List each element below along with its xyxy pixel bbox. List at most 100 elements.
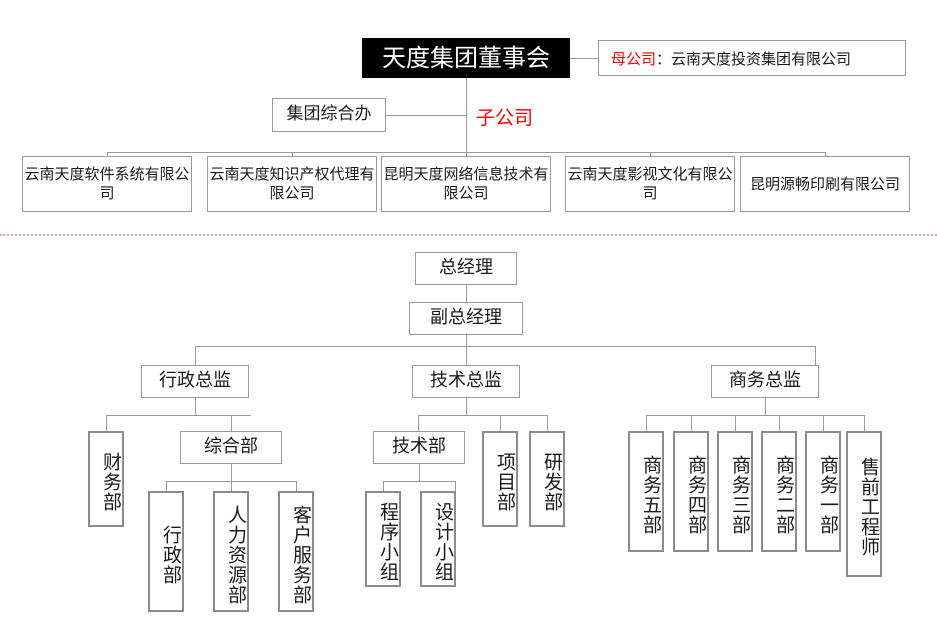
parent-company-separator: ： xyxy=(656,49,672,68)
general-affairs-drop-1 xyxy=(166,481,167,491)
business-drop-3 xyxy=(735,415,736,431)
deputy-general-manager-box[interactable]: 副总经理 xyxy=(409,302,523,335)
department-box-business-1[interactable]: 商务一部 xyxy=(805,431,841,552)
department-box-general-affairs[interactable]: 综合部 xyxy=(180,431,282,464)
tech-bus-bar xyxy=(418,415,547,416)
board-box[interactable]: 天度集团董事会 xyxy=(362,38,570,78)
connector-gm-to-dgm xyxy=(466,285,467,302)
group-office-box[interactable]: 集团综合办 xyxy=(272,98,386,132)
team-box-administration[interactable]: 行政部 xyxy=(148,491,184,612)
department-label-general-affairs: 综合部 xyxy=(204,436,258,458)
department-box-business-2[interactable]: 商务二部 xyxy=(761,431,797,552)
subsidiary-label-2: 云南天度知识产权代理有限公司 xyxy=(209,165,375,202)
business-bus-bar xyxy=(646,415,864,416)
department-box-technology[interactable]: 技术部 xyxy=(373,431,465,464)
team-label-human-resources: 人力资源部 xyxy=(225,504,247,605)
department-box-business-4[interactable]: 商务四部 xyxy=(673,431,709,552)
department-label-business-1: 商务一部 xyxy=(817,454,839,535)
director-bus-bar xyxy=(195,346,815,347)
department-label-business-2: 商务二部 xyxy=(773,454,795,535)
team-box-design[interactable]: 设计小组 xyxy=(420,491,456,587)
general-affairs-drop-2 xyxy=(231,481,232,491)
parent-company-tag: 母公司 xyxy=(611,49,657,68)
department-label-finance: 财务部 xyxy=(100,452,122,512)
group-office-label: 集团综合办 xyxy=(286,104,372,125)
department-label-business-4: 商务四部 xyxy=(685,454,707,535)
trunk-technology-dept xyxy=(419,464,420,481)
director-box-admin[interactable]: 行政总监 xyxy=(141,365,249,398)
trunk-admin xyxy=(195,398,196,415)
director-box-business[interactable]: 商务总监 xyxy=(711,365,819,398)
subsidiary-label-1: 云南天度软件系统有限公司 xyxy=(24,165,190,202)
subsidiary-box-1[interactable]: 云南天度软件系统有限公司 xyxy=(22,156,192,212)
department-box-rnd[interactable]: 研发部 xyxy=(529,431,565,527)
department-label-presales-engineer: 售前工程师 xyxy=(858,457,880,557)
business-drop-6 xyxy=(864,415,865,431)
team-label-design: 设计小组 xyxy=(432,502,454,582)
team-label-administration: 行政部 xyxy=(160,524,182,585)
technology-bus-bar xyxy=(383,481,455,482)
general-affairs-drop-3 xyxy=(296,481,297,491)
subsidiary-label-4: 云南天度影视文化有限公司 xyxy=(567,165,733,202)
business-drop-1 xyxy=(646,415,647,431)
director-label-business: 商务总监 xyxy=(729,370,801,392)
director-label-admin: 行政总监 xyxy=(159,370,231,392)
board-label: 天度集团董事会 xyxy=(382,44,550,72)
subsidiary-box-4[interactable]: 云南天度影视文化有限公司 xyxy=(565,156,735,212)
team-label-customer-service: 客户服务部 xyxy=(290,504,312,605)
technology-drop-2 xyxy=(455,481,456,491)
department-box-finance[interactable]: 财务部 xyxy=(88,431,124,527)
director-drop-admin xyxy=(195,346,196,365)
business-drop-2 xyxy=(691,415,692,431)
subsidiary-tag: 子公司 xyxy=(476,107,534,129)
director-drop-tech xyxy=(466,346,467,365)
department-box-presales-engineer[interactable]: 售前工程师 xyxy=(846,431,882,577)
admin-bus-bar xyxy=(106,415,251,416)
business-drop-5 xyxy=(823,415,824,431)
subsidiary-drop-1 xyxy=(107,152,108,156)
admin-drop-general xyxy=(231,415,232,431)
subsidiary-label-3: 昆明天度网络信息技术有限公司 xyxy=(383,165,549,202)
trunk-tech xyxy=(466,398,467,415)
team-box-programming[interactable]: 程序小组 xyxy=(365,491,401,587)
director-label-tech: 技术总监 xyxy=(430,370,502,392)
parent-company-name: 云南天度投资集团有限公司 xyxy=(671,49,852,68)
director-drop-business xyxy=(815,346,816,365)
team-box-human-resources[interactable]: 人力资源部 xyxy=(213,491,249,612)
subsidiary-drop-3 xyxy=(466,152,467,156)
department-box-business-3[interactable]: 商务三部 xyxy=(717,431,753,552)
parent-company-box[interactable]: 母公司 ： 云南天度投资集团有限公司 xyxy=(598,40,906,76)
tech-drop-rnd xyxy=(547,415,548,431)
department-box-business-5[interactable]: 商务五部 xyxy=(628,431,664,552)
connector-office-to-trunk xyxy=(386,115,466,116)
subsidiary-box-3[interactable]: 昆明天度网络信息技术有限公司 xyxy=(381,156,551,212)
team-box-customer-service[interactable]: 客户服务部 xyxy=(278,491,314,612)
section-divider xyxy=(0,234,937,236)
director-box-tech[interactable]: 技术总监 xyxy=(412,365,520,398)
subsidiary-drop-4 xyxy=(650,152,651,156)
connector-board-to-parent xyxy=(570,58,598,59)
tech-drop-project xyxy=(500,415,501,431)
admin-drop-finance xyxy=(106,415,107,431)
general-manager-box[interactable]: 总经理 xyxy=(415,252,517,285)
subsidiary-label-5: 昆明源畅印刷有限公司 xyxy=(749,174,900,193)
general-manager-label: 总经理 xyxy=(439,257,493,279)
department-label-business-3: 商务三部 xyxy=(729,454,751,535)
trunk-dgm xyxy=(466,335,467,346)
subsidiary-box-5[interactable]: 昆明源畅印刷有限公司 xyxy=(740,156,910,212)
department-label-technology: 技术部 xyxy=(392,436,446,458)
department-label-project: 项目部 xyxy=(494,452,516,512)
tech-drop-department xyxy=(418,415,419,431)
subsidiary-drop-5 xyxy=(825,152,826,156)
team-label-programming: 程序小组 xyxy=(377,502,399,582)
department-box-project[interactable]: 项目部 xyxy=(482,431,518,527)
trunk-business xyxy=(765,398,766,415)
business-drop-4 xyxy=(779,415,780,431)
subsidiary-box-2[interactable]: 云南天度知识产权代理有限公司 xyxy=(207,156,377,212)
department-label-business-5: 商务五部 xyxy=(640,454,662,535)
technology-drop-1 xyxy=(383,481,384,491)
trunk-general-affairs xyxy=(231,464,232,481)
deputy-general-manager-label: 副总经理 xyxy=(430,307,502,329)
department-label-rnd: 研发部 xyxy=(541,452,563,512)
